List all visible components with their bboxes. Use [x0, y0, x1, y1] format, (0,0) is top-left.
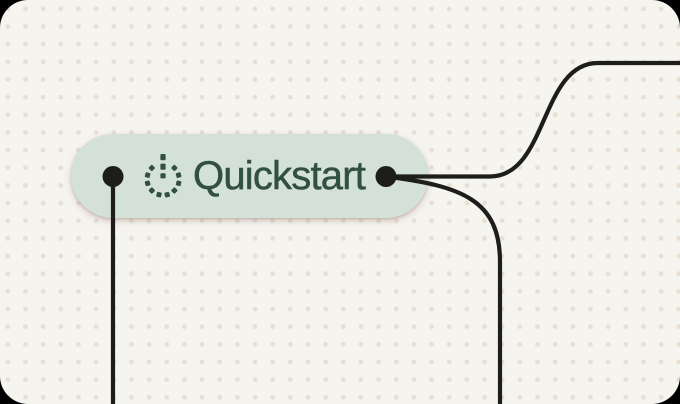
- input-port[interactable]: [102, 166, 124, 187]
- node-quickstart[interactable]: Quickstart: [71, 134, 428, 218]
- edge-output-top-right[interactable]: [383, 60, 680, 179]
- output-port[interactable]: [375, 166, 397, 187]
- edge-output-bottom[interactable]: [383, 174, 503, 404]
- power-dotted-icon: [144, 154, 182, 198]
- node-label: Quickstart: [193, 153, 366, 198]
